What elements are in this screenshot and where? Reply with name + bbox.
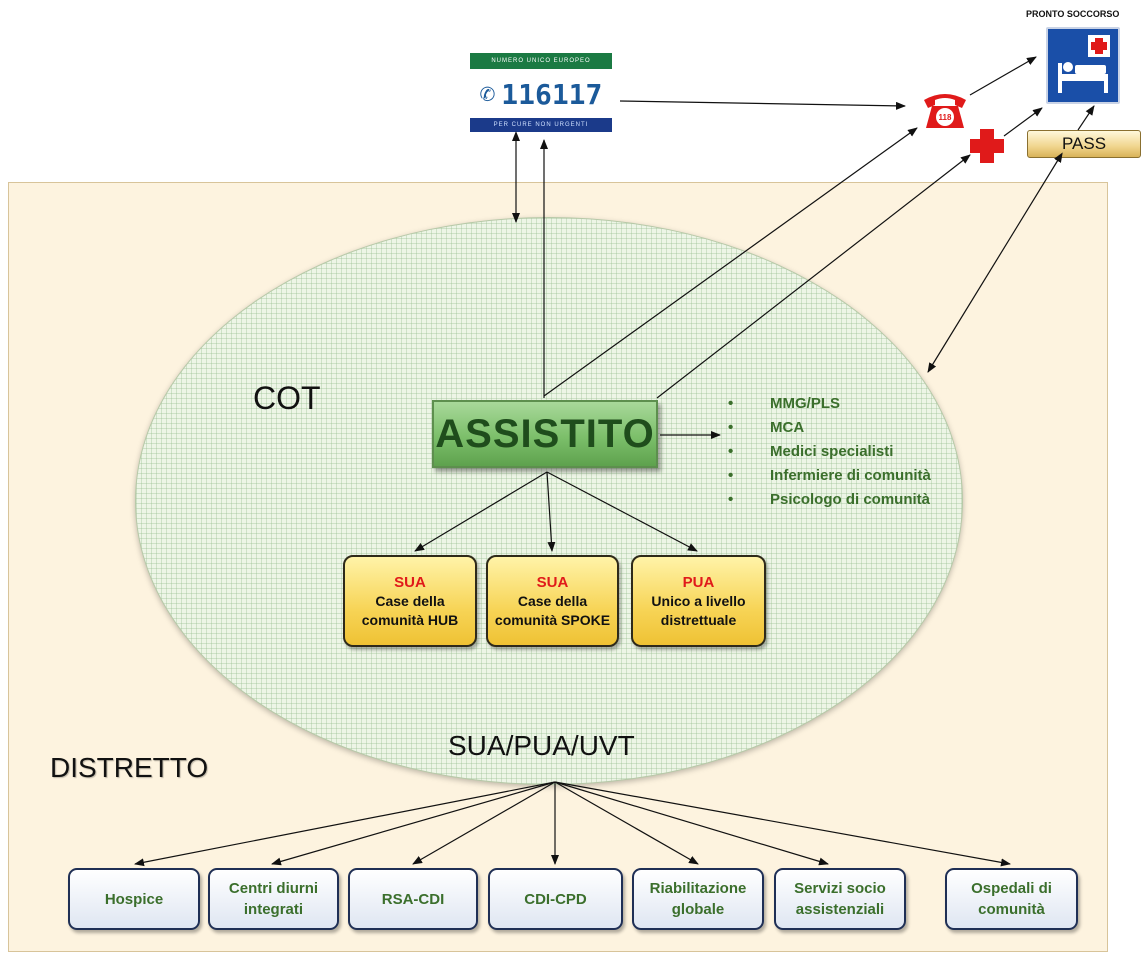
pua-line2: distrettuale — [660, 611, 737, 628]
sua-spoke-line1: Case della — [517, 592, 588, 609]
staff-item: MMG/PLS — [728, 392, 931, 416]
service-rsa-cdi: RSA-CDI — [348, 868, 478, 930]
sua-hub-line2: comunità HUB — [361, 611, 459, 628]
service-hospice: Hospice — [68, 868, 200, 930]
sua-spoke-title: SUA — [536, 573, 569, 591]
arrow-118-ps — [969, 56, 1037, 96]
phone-118-label: 118 — [939, 113, 952, 122]
phone-icon: ✆ — [479, 79, 496, 109]
logo-116117: NUMERO UNICO EUROPEO ✆ 116117 PER CURE N… — [470, 53, 612, 132]
sua-hub-line1: Case della — [375, 592, 445, 609]
pua-line1: Unico a livello — [651, 592, 746, 609]
red-cross-icon — [968, 127, 1006, 165]
pass-box: PASS — [1027, 130, 1141, 158]
phone-118-icon: 118 — [920, 88, 970, 130]
staff-item: Medici specialisti — [728, 440, 931, 464]
pua-title: PUA — [682, 573, 715, 591]
sua-spoke-box: SUA Case della comunità SPOKE — [486, 555, 619, 647]
sua-pua-uvt-label: SUA/PUA/UVT — [448, 730, 635, 761]
sua-spoke-line2: comunità SPOKE — [494, 611, 611, 628]
staff-item: Psicologo di comunità — [728, 488, 931, 512]
arrow-pass-ps — [1077, 105, 1095, 131]
logo-116117-number: 116117 — [501, 77, 603, 111]
staff-item: MCA — [728, 416, 931, 440]
hospital-bed-cross-icon — [1046, 27, 1120, 104]
service-cdi-cpd: CDI-CPD — [488, 868, 623, 930]
pua-box: PUA Unico a livello distrettuale — [631, 555, 766, 647]
distretto-label: DISTRETTO — [50, 752, 209, 783]
sua-hub-box: SUA Case della comunità HUB — [343, 555, 477, 647]
logo-116117-bottom-text: PER CURE NON URGENTI — [470, 118, 612, 132]
pronto-soccorso-title: PRONTO SOCCORSO — [1026, 9, 1120, 19]
staff-item: Infermiere di comunità — [728, 464, 931, 488]
arrow-116117-118 — [619, 100, 906, 110]
logo-116117-top-text: NUMERO UNICO EUROPEO — [470, 53, 612, 69]
staff-list: MMG/PLS MCA Medici specialisti Infermier… — [728, 392, 931, 512]
assistito-box: ASSISTITO — [432, 400, 658, 468]
cot-label: COT — [253, 380, 321, 416]
sua-hub-title: SUA — [394, 573, 426, 591]
